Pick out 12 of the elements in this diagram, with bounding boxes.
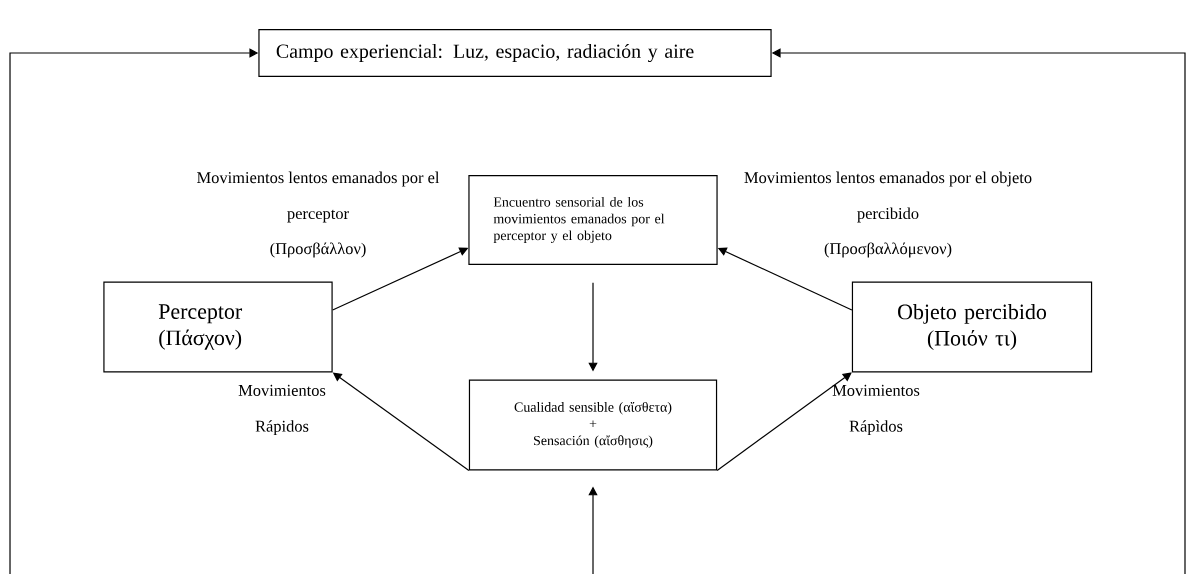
process-box: Campo experiencial: Luz, espacio, radiación y aire — [258, 29, 772, 77]
edge-label: Movimientos lentos emanados por el objeto percibido — [744, 171, 1032, 223]
process-box: Perceptor (Πάσχον) — [103, 281, 333, 373]
process-box: Objeto percibido (Ποιόν τι) — [851, 281, 1093, 373]
edge-label: Movimientos Rápìdos — [832, 384, 920, 436]
edge-label: Movimientos Rápidos — [238, 384, 326, 436]
greek-label: (Προσβαλλόμενον) — [824, 242, 952, 258]
greek-label: (Προσβάλλον) — [270, 242, 366, 258]
arrow — [716, 372, 852, 472]
process-box: Cualidad sensible (αἴσθετα) + Sensación (αἴσθησις) — [468, 379, 718, 471]
edge-label: Movimientos lentos emanados por el perceptor — [197, 171, 440, 223]
process-box: Encuentro sensorial de los movimientos emanados por el perceptor y el objeto — [468, 175, 718, 265]
